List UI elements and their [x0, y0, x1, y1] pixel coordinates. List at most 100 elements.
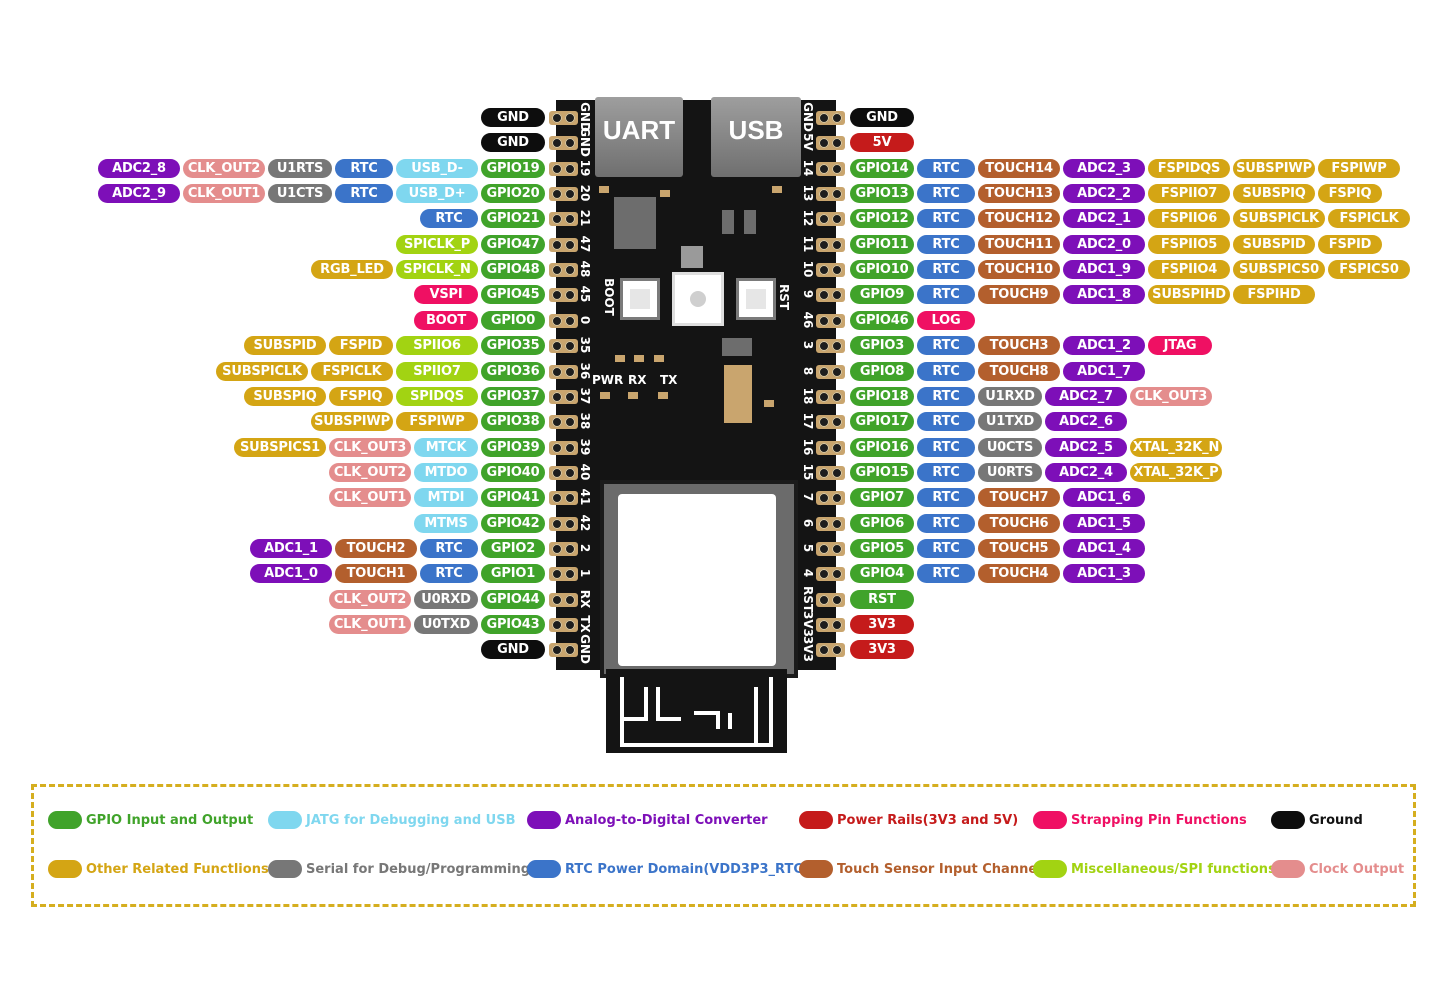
left-pin-19-tag-0: GPIO44 — [481, 590, 545, 609]
right-header-pin-18 — [816, 567, 845, 581]
legend-swatch-icon — [799, 811, 833, 829]
legend-item-7: Serial for Debug/Programming — [268, 860, 530, 878]
reset-button[interactable] — [736, 278, 776, 320]
left-pin-7-tag-1: VSPI — [414, 285, 478, 304]
legend-label: Miscellaneous/SPI functions — [1071, 861, 1276, 877]
left-pin-15-tag-0: GPIO41 — [481, 488, 545, 507]
left-pin-2-tag-1: USB_D- — [396, 159, 478, 178]
legend-swatch-icon — [48, 860, 82, 878]
left-header-pin-4 — [549, 212, 578, 226]
left-pin-10-tag-2: FSPICLK — [311, 362, 393, 381]
legend-swatch-icon — [268, 860, 302, 878]
right-pin-8-tag-1: LOG — [917, 311, 975, 330]
right-pin-7-tag-1: RTC — [917, 285, 975, 304]
left-pin-14-tag-2: CLK_OUT2 — [329, 463, 411, 482]
left-pin-18-tag-0: GPIO1 — [481, 564, 545, 583]
right-pin-2-tag-2: TOUCH14 — [978, 159, 1060, 178]
ldo-chip — [614, 197, 656, 249]
left-header-pin-15 — [549, 491, 578, 505]
left-pin-20-tag-1: U0TXD — [414, 615, 478, 634]
right-header-pin-20 — [816, 618, 845, 632]
right-pin-3-tag-2: TOUCH13 — [978, 184, 1060, 203]
right-pin-15-tag-2: TOUCH7 — [978, 488, 1060, 507]
right-pin-9-tag-4: JTAG — [1148, 336, 1212, 355]
left-pin-15-tag-1: MTDI — [414, 488, 478, 507]
left-header-pin-6 — [549, 263, 578, 277]
left-pin-17-tag-3: ADC1_1 — [250, 539, 332, 558]
right-pin-3-tag-3: ADC2_2 — [1063, 184, 1145, 203]
left-pin-2-tag-0: GPIO19 — [481, 159, 545, 178]
legend-label: Strapping Pin Functions — [1071, 812, 1247, 828]
left-pin-6-tag-1: SPICLK_N — [396, 260, 478, 279]
legend-item-0: GPIO Input and Output — [48, 811, 253, 829]
left-pin-10-tag-3: SUBSPICLK — [216, 362, 308, 381]
right-pin-11-tag-0: GPIO18 — [850, 387, 914, 406]
right-header-pin-15 — [816, 491, 845, 505]
smd-component — [634, 355, 644, 362]
right-pin-7-tag-0: GPIO9 — [850, 285, 914, 304]
right-pin-16-tag-0: GPIO6 — [850, 514, 914, 533]
left-pin-13-tag-1: MTCK — [414, 438, 478, 457]
left-pin-9-tag-1: SPIIO6 — [396, 336, 478, 355]
right-pin-13-tag-4: XTAL_32K_N — [1130, 438, 1222, 457]
right-pin-11-tag-3: ADC2_7 — [1045, 387, 1127, 406]
smd-component — [658, 392, 668, 399]
legend: GPIO Input and Output JATG for Debugging … — [31, 784, 1416, 907]
legend-swatch-icon — [1033, 860, 1067, 878]
right-pin-5-tag-6: FSPID — [1318, 235, 1382, 254]
right-pin-6-tag-2: TOUCH10 — [978, 260, 1060, 279]
right-pin-20-tag-0: 3V3 — [850, 615, 914, 634]
legend-item-8: RTC Power Domain(VDD3P3_RTC) — [527, 860, 809, 878]
left-header-pin-19 — [549, 593, 578, 607]
legend-item-1: JATG for Debugging and USB — [268, 811, 516, 829]
right-header-pin-13 — [816, 441, 845, 455]
right-pin-17-tag-2: TOUCH5 — [978, 539, 1060, 558]
boot-text: BOOT — [601, 278, 616, 316]
left-pin-14-tag-0: GPIO40 — [481, 463, 545, 482]
right-pin-12-tag-3: ADC2_6 — [1045, 412, 1127, 431]
left-header-pin-14 — [549, 466, 578, 480]
right-header-pin-19 — [816, 593, 845, 607]
right-pin-10-tag-2: TOUCH8 — [978, 362, 1060, 381]
right-pin-9-tag-3: ADC1_2 — [1063, 336, 1145, 355]
right-pin-3-tag-6: FSPIQ — [1318, 184, 1382, 203]
right-pin-11-tag-2: U1RXD — [978, 387, 1042, 406]
smd-component — [764, 400, 774, 407]
uart-connector: UART — [595, 97, 683, 177]
right-header-pin-14 — [816, 466, 845, 480]
right-pin-12-tag-0: GPIO17 — [850, 412, 914, 431]
right-pin-2-tag-1: RTC — [917, 159, 975, 178]
legend-label: Serial for Debug/Programming — [306, 861, 531, 877]
legend-item-10: Miscellaneous/SPI functions — [1033, 860, 1276, 878]
left-pin-3-tag-4: CLK_OUT1 — [183, 184, 265, 203]
legend-label: Touch Sensor Input Channel — [837, 861, 1042, 877]
right-pin-6-tag-6: FSPICS0 — [1328, 260, 1410, 279]
right-pin-3-tag-4: FSPIIO7 — [1148, 184, 1230, 203]
right-pin-21-tag-0: 3V3 — [850, 640, 914, 659]
right-pin-15-tag-0: GPIO7 — [850, 488, 914, 507]
left-header-pin-1 — [549, 136, 578, 150]
boot-button[interactable] — [620, 278, 660, 320]
right-pin-12-tag-2: U1TXD — [978, 412, 1042, 431]
right-pin-6-tag-4: FSPIIO4 — [1148, 260, 1230, 279]
smd-component — [660, 190, 670, 197]
right-header-pin-7 — [816, 288, 845, 302]
right-header-pin-21 — [816, 643, 845, 657]
right-pin-2-tag-4: FSPIDQS — [1148, 159, 1230, 178]
left-pin-7-tag-0: GPIO45 — [481, 285, 545, 304]
right-header-pin-2 — [816, 162, 845, 176]
right-header-pin-11 — [816, 390, 845, 404]
right-pin-4-tag-1: RTC — [917, 209, 975, 228]
legend-label: Other Related Functlions — [86, 861, 269, 877]
left-pin-13-tag-3: SUBSPICS1 — [234, 438, 326, 457]
right-pin-15-tag-3: ADC1_6 — [1063, 488, 1145, 507]
left-pin-11-tag-3: SUBSPIQ — [244, 387, 326, 406]
left-pin-4-tag-0: GPIO21 — [481, 209, 545, 228]
legend-label: Clock Output — [1309, 861, 1405, 877]
usb-label: USB — [728, 115, 784, 145]
right-pin-18-tag-2: TOUCH4 — [978, 564, 1060, 583]
right-pin-9-tag-1: RTC — [917, 336, 975, 355]
legend-label: JATG for Debugging and USB — [306, 812, 516, 828]
right-pin-4-tag-5: SUBSPICLK — [1233, 209, 1325, 228]
uart-label: UART — [602, 115, 676, 145]
